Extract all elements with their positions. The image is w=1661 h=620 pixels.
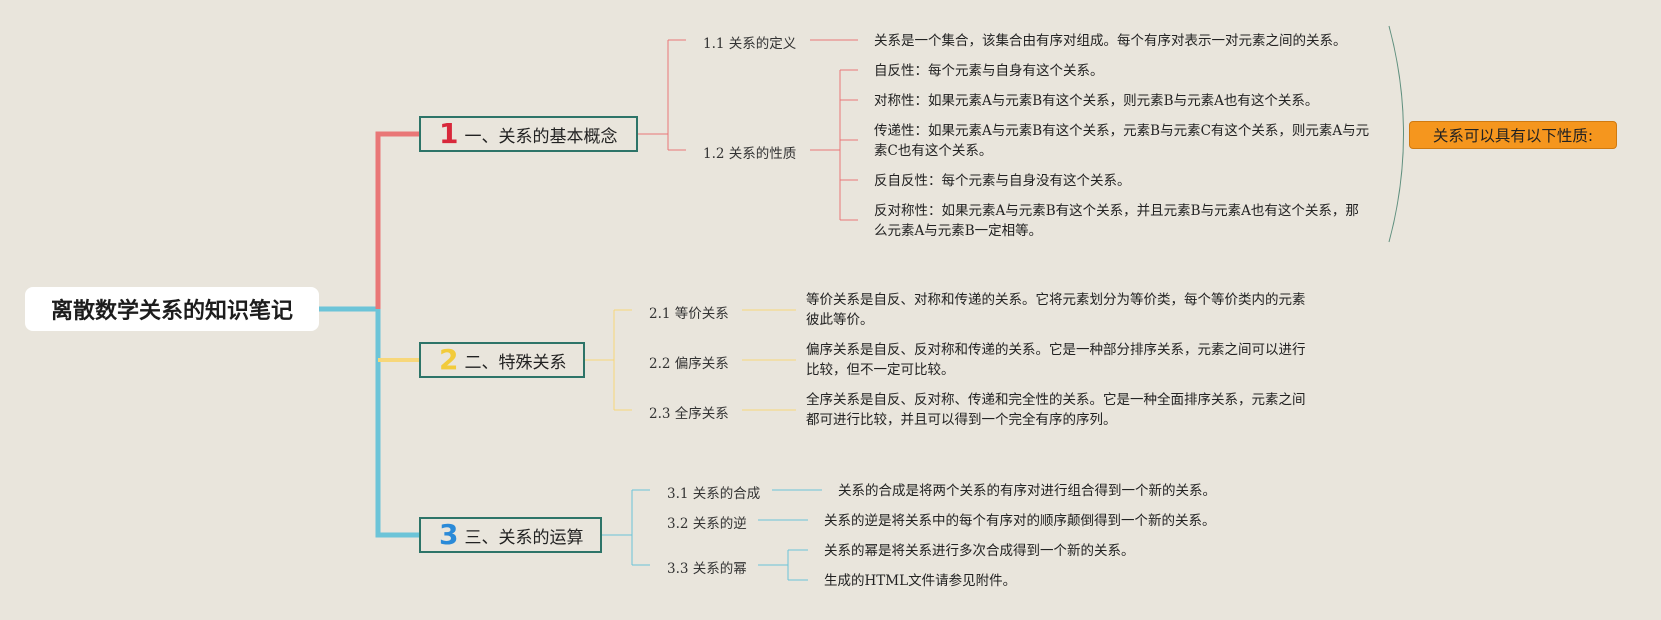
topic-number-1: 1 xyxy=(439,117,459,150)
topic-1[interactable]: 1 一、关系的基本概念 xyxy=(419,116,638,152)
leaf-1-2-3[interactable]: 传递性：如果元素A与元素B有这个关系，元素B与元素C有这个关系，则元素A与元素C… xyxy=(874,123,1370,159)
leaf-3-1-1[interactable]: 关系的合成是将两个关系的有序对进行组合得到一个新的关系。 xyxy=(838,483,1216,499)
leaf-3-2-1[interactable]: 关系的逆是将关系中的每个有序对的顺序颠倒得到一个新的关系。 xyxy=(824,513,1216,529)
trunk-red xyxy=(375,131,419,309)
leaf-1-2-1[interactable]: 自反性：每个元素与自身有这个关系。 xyxy=(874,63,1104,79)
branches-topic-3 xyxy=(602,489,822,581)
leaf-2-3-1[interactable]: 全序关系是自反、反对称、传递和完全性的关系。它是一种全面排序关系，元素之间都可进… xyxy=(806,392,1306,428)
leaf-2-2-1[interactable]: 偏序关系是自反、反对称和传递的关系。它是一种部分排序关系，元素之间可以进行比较，… xyxy=(806,342,1306,378)
root-node[interactable]: 离散数学关系的知识笔记 xyxy=(25,287,319,331)
summary-node[interactable]: 关系可以具有以下性质: xyxy=(1409,121,1617,149)
trunk-blue xyxy=(375,309,419,538)
leaf-3-3-2[interactable]: 生成的HTML文件请参见附件。 xyxy=(824,573,1017,589)
leaf-1-2-5[interactable]: 反对称性：如果元素A与元素B有这个关系，并且元素B与元素A也有这个关系，那么元素… xyxy=(874,203,1359,239)
topic-number-2: 2 xyxy=(439,343,459,376)
topic-label: 二、特殊关系 xyxy=(464,352,567,373)
root-label: 离散数学关系的知识笔记 xyxy=(50,299,293,324)
topic-label: 一、关系的基本概念 xyxy=(464,126,618,147)
topic-2[interactable]: 2 二、特殊关系 xyxy=(419,342,585,378)
subtopic-2-3[interactable]: 2.3 全序关系 xyxy=(649,406,729,422)
topic-label: 三、关系的运算 xyxy=(464,527,584,548)
topic-number-3: 3 xyxy=(439,518,459,551)
leaf-1-1-1[interactable]: 关系是一个集合，该集合由有序对组成。每个有序对表示一对元素之间的关系。 xyxy=(874,33,1347,49)
leaf-1-2-2[interactable]: 对称性：如果元素A与元素B有这个关系，则元素B与元素A也有这个关系。 xyxy=(874,93,1319,109)
subtopic-1-2[interactable]: 1.2 关系的性质 xyxy=(703,146,797,162)
leaf-3-3-1[interactable]: 关系的幂是将关系进行多次合成得到一个新的关系。 xyxy=(824,543,1135,559)
leaf-2-1-1[interactable]: 等价关系是自反、对称和传递的关系。它将元素划分为等价类，每个等价类内的元素彼此等… xyxy=(806,292,1306,328)
summary-bracket xyxy=(1388,25,1404,243)
subtopic-2-2[interactable]: 2.2 偏序关系 xyxy=(649,356,729,372)
subtopic-2-1[interactable]: 2.1 等价关系 xyxy=(649,306,729,322)
subtopic-3-1[interactable]: 3.1 关系的合成 xyxy=(667,486,761,502)
branches-topic-1 xyxy=(638,39,858,221)
leaf-1-2-4[interactable]: 反自反性：每个元素与自身没有这个关系。 xyxy=(874,173,1131,189)
subtopic-3-3[interactable]: 3.3 关系的幂 xyxy=(667,561,747,577)
topic-3[interactable]: 3 三、关系的运算 xyxy=(419,517,602,553)
subtopic-3-2[interactable]: 3.2 关系的逆 xyxy=(667,516,747,532)
summary-label: 关系可以具有以下性质: xyxy=(1432,127,1594,145)
subtopic-1-1[interactable]: 1.1 关系的定义 xyxy=(703,36,797,52)
branches-topic-2 xyxy=(585,309,796,411)
